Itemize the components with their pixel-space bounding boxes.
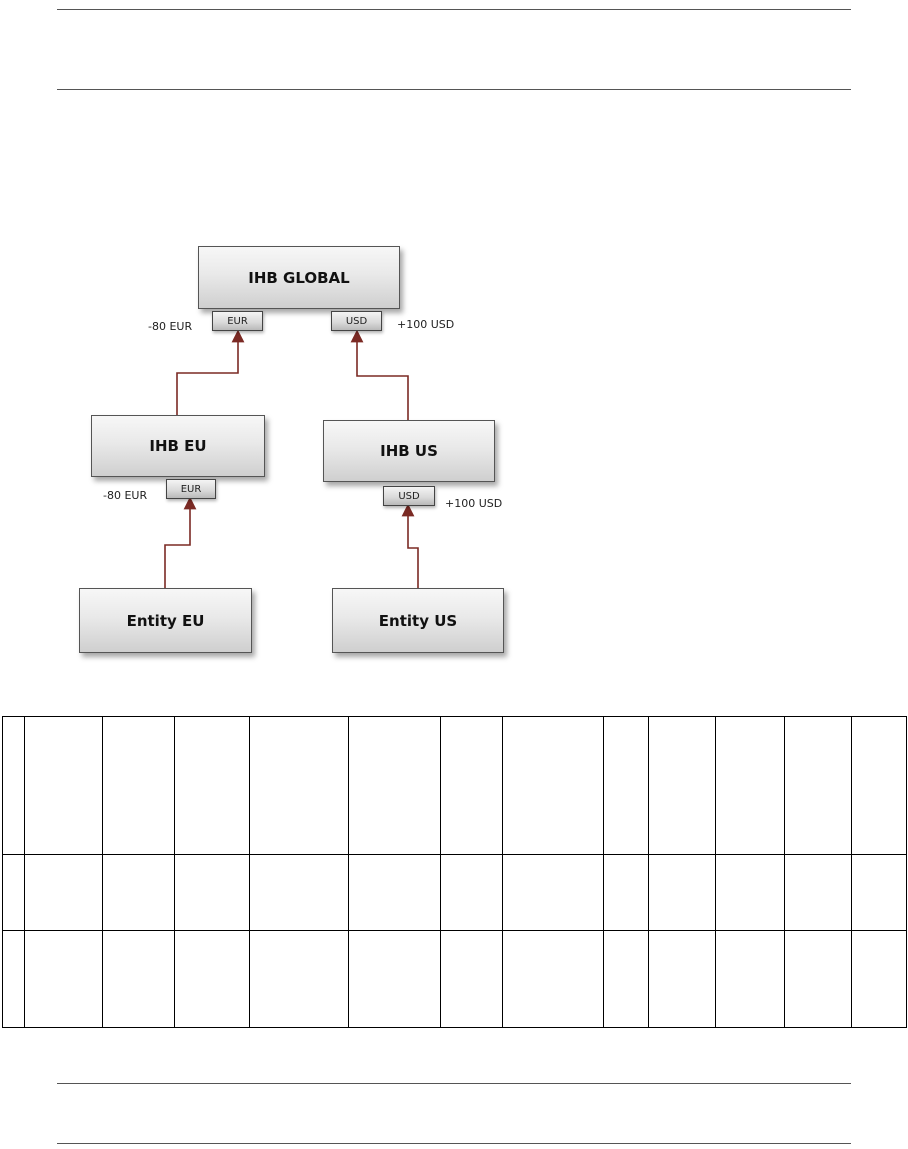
connector-entity-us-to-ihb-us — [401, 503, 419, 588]
table-cell — [249, 854, 349, 931]
table-cell — [249, 716, 349, 855]
table-cell — [2, 716, 25, 855]
table-cell — [348, 854, 441, 931]
table-cell — [784, 854, 852, 931]
table-cell — [784, 930, 852, 1028]
table-cell — [603, 716, 649, 855]
table-cell — [249, 930, 349, 1028]
tag-global-eur: EUR — [212, 311, 263, 331]
table-cell — [648, 854, 716, 931]
connector-eu-to-global — [176, 329, 245, 416]
tag-global-usd: USD — [331, 311, 382, 331]
table-cell — [851, 716, 907, 855]
table-cell — [24, 930, 103, 1028]
amount-global-usd: +100 USD — [397, 318, 455, 331]
amount-global-eur: -80 EUR — [148, 320, 193, 333]
table-cell — [102, 930, 175, 1028]
table-cell — [502, 716, 604, 855]
table-cell — [174, 854, 250, 931]
node-ihb-global: IHB GLOBAL — [198, 246, 400, 309]
table-cell — [502, 854, 604, 931]
table-row — [2, 930, 907, 1028]
table-cell — [784, 716, 852, 855]
table-cell — [715, 854, 785, 931]
table-cell — [174, 930, 250, 1028]
tag-eu-eur: EUR — [166, 479, 216, 499]
table-cell — [648, 930, 716, 1028]
table-cell — [2, 930, 25, 1028]
table-cell — [2, 854, 25, 931]
table-cell — [102, 854, 175, 931]
connector-us-to-global — [350, 329, 409, 420]
table-cell — [502, 930, 604, 1028]
table-cell — [24, 854, 103, 931]
table-cell — [440, 716, 503, 855]
table-cell — [603, 854, 649, 931]
empty-table — [2, 716, 907, 1028]
footer-rule-bottom — [57, 1143, 851, 1144]
node-ihb-eu: IHB EU — [91, 415, 265, 477]
table-cell — [603, 930, 649, 1028]
table-cell — [348, 716, 441, 855]
table-cell — [851, 854, 907, 931]
tag-us-usd: USD — [383, 486, 435, 506]
table-cell — [24, 716, 103, 855]
footer-rule-top — [57, 1083, 851, 1084]
table-cell — [102, 716, 175, 855]
table-cell — [440, 930, 503, 1028]
table-cell — [715, 930, 785, 1028]
table-row — [2, 854, 907, 931]
table-cell — [348, 930, 441, 1028]
table-cell — [648, 716, 716, 855]
amount-us-usd: +100 USD — [445, 497, 503, 510]
amount-eu-eur: -80 EUR — [103, 489, 148, 502]
table-header-row — [2, 716, 907, 855]
connector-entity-eu-to-ihb-eu — [164, 496, 197, 588]
node-ihb-us: IHB US — [323, 420, 495, 482]
header-rule-bottom — [57, 89, 851, 90]
connector-lines — [164, 329, 419, 588]
node-entity-us: Entity US — [332, 588, 504, 653]
node-entity-eu: Entity EU — [79, 588, 252, 653]
table-cell — [174, 716, 250, 855]
table-cell — [851, 930, 907, 1028]
header-rule-top — [57, 9, 851, 10]
table-cell — [715, 716, 785, 855]
table-cell — [440, 854, 503, 931]
